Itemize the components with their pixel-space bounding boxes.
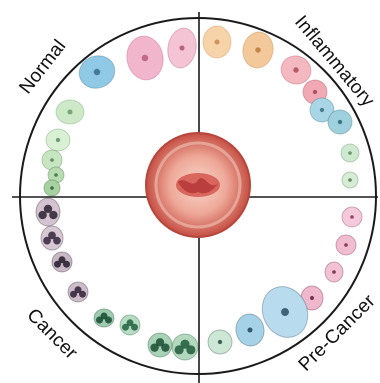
cancer-green-cluster <box>148 333 172 357</box>
label-normal: Normal <box>15 36 70 98</box>
cancer-green-cluster <box>172 334 198 360</box>
cancer-green-cluster <box>94 309 114 327</box>
center-cervix-image <box>146 133 250 237</box>
cancer-dark-cluster <box>52 252 72 272</box>
pink-cell <box>165 26 200 70</box>
normal-blue-cell <box>75 51 120 93</box>
precancer-pink-cell <box>336 235 356 255</box>
inflammatory-orange-cell <box>203 26 231 58</box>
precancer-blue-cell <box>233 312 266 348</box>
precancer-pink-cell <box>325 262 343 282</box>
inflammatory-green-cell <box>342 172 358 188</box>
cancer-dark-cluster <box>41 226 63 250</box>
pink-cell <box>123 33 166 83</box>
inflammatory-orange-cell <box>240 30 276 71</box>
normal-green-cell <box>42 150 62 170</box>
cancer-dark-cluster <box>36 198 60 226</box>
label-cancer: Cancer <box>22 305 81 364</box>
precancer-pink-cell <box>342 207 362 227</box>
cancer-green-cluster <box>120 315 140 335</box>
normal-green-cell <box>46 129 70 151</box>
normal-small-cell <box>44 180 60 196</box>
precancer-green-cell <box>208 330 232 354</box>
normal-green-cell <box>56 100 84 124</box>
inflammatory-green-cell <box>341 144 359 162</box>
cancer-dark-cluster <box>68 282 88 302</box>
